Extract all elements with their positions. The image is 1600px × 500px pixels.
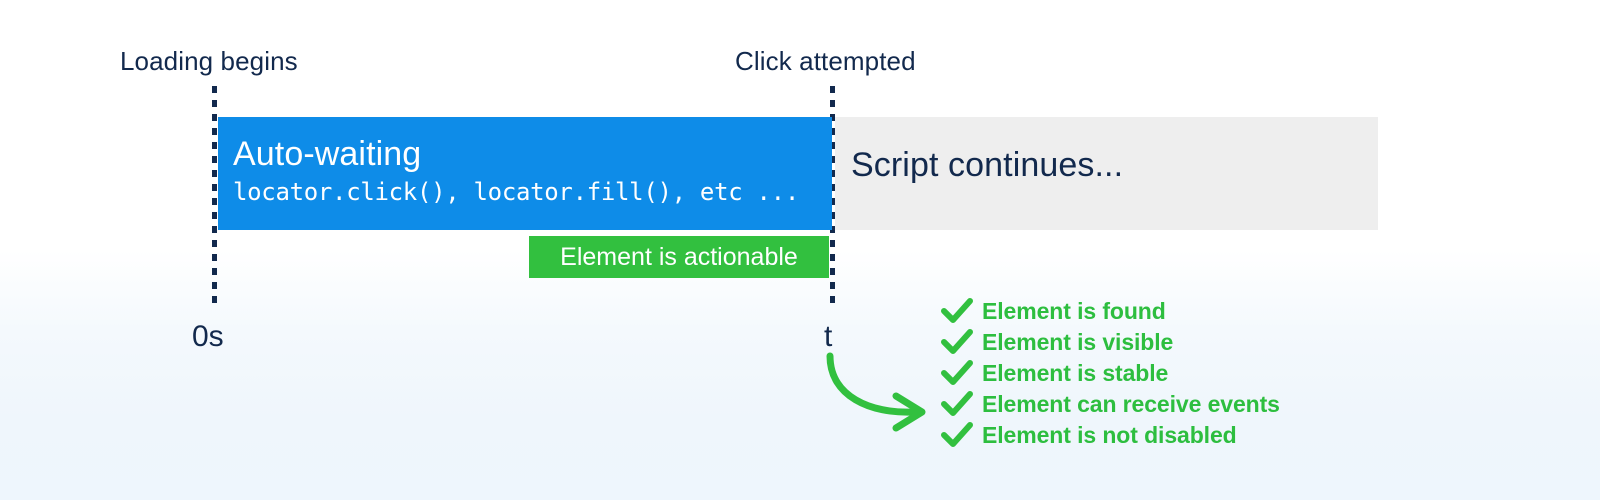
status-badge-element-actionable: Element is actionable [529, 236, 829, 278]
checkmark-icon [941, 391, 973, 416]
checkmark-icon [941, 329, 973, 354]
axis-label-zero-seconds: 0s [192, 320, 224, 353]
checklist-item: Element is visible [940, 329, 1280, 355]
curved-arrow-icon [826, 352, 926, 432]
actionability-checklist: Element is found Element is visible Elem… [940, 298, 1280, 448]
phase-bar-script-continues: Script continues... [835, 117, 1378, 230]
phase-title-script-continues: Script continues... [851, 146, 1124, 184]
checklist-item-label: Element is not disabled [982, 421, 1237, 448]
checklist-item: Element is stable [940, 360, 1280, 386]
checkmark-icon [941, 298, 973, 323]
checklist-item: Element is not disabled [940, 422, 1280, 448]
checkmark-icon [941, 360, 973, 385]
phase-subtitle-auto-waiting: locator.click(), locator.fill(), etc ... [233, 178, 799, 207]
checklist-item-label: Element is found [982, 297, 1166, 324]
checkmark-icon [941, 422, 973, 447]
marker-label-loading-begins: Loading begins [120, 46, 298, 76]
axis-label-t: t [824, 320, 833, 353]
phase-bar-auto-waiting: Auto-waiting locator.click(), locator.fi… [218, 117, 832, 230]
dashed-guideline-start [212, 86, 217, 308]
status-badge-label: Element is actionable [560, 242, 798, 271]
checklist-item: Element is found [940, 298, 1280, 324]
checklist-item-label: Element is stable [982, 359, 1169, 386]
phase-title-auto-waiting: Auto-waiting [233, 135, 422, 173]
checklist-item-label: Element is visible [982, 328, 1174, 355]
dashed-guideline-end [830, 86, 835, 308]
checklist-item-label: Element can receive events [982, 390, 1280, 417]
checklist-item: Element can receive events [940, 391, 1280, 417]
marker-label-click-attempted: Click attempted [735, 46, 916, 76]
